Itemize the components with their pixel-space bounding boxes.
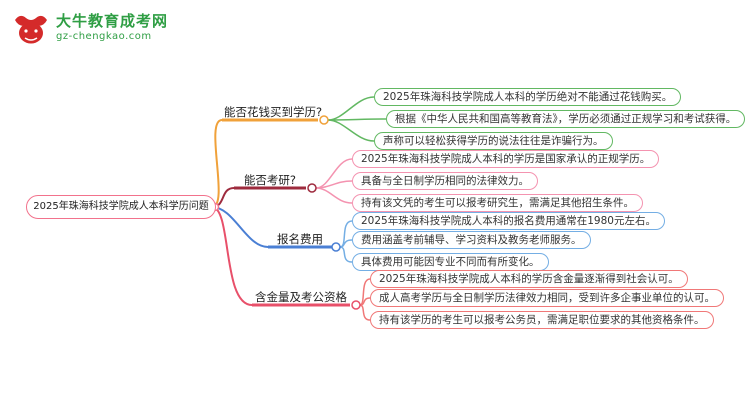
central-topic-node[interactable]: 2025年珠海科技学院成人本科学历问题 [26, 195, 216, 219]
branch-node-postgrad[interactable]: 能否考研? [243, 173, 297, 187]
logo-title: 大牛教育成考网 [56, 12, 169, 30]
leaf-node[interactable]: 持有该学历的考生可以报考公务员，需满足职位要求的其他资格条件。 [370, 311, 714, 329]
leaf-node[interactable]: 具备与全日制学历相同的法律效力。 [352, 172, 538, 190]
logo: 大牛教育成考网 gz-chengkao.com [12, 12, 168, 50]
leaf-node[interactable]: 2025年珠海科技学院成人本科的学历含金量逐渐得到社会认可。 [370, 270, 688, 288]
leaf-node[interactable]: 成人高考学历与全日制学历法律效力相同，受到许多企事业单位的认可。 [370, 289, 724, 307]
bull-logo-icon [12, 12, 50, 50]
leaf-node[interactable]: 具体费用可能因专业不同而有所变化。 [352, 253, 549, 271]
leaf-node[interactable]: 根据《中华人民共和国高等教育法》，学历必须通过正规学习和考试获得。 [386, 110, 746, 128]
leaf-node[interactable]: 声称可以轻松获得学历的说法往往是诈骗行为。 [374, 132, 613, 150]
leaf-node[interactable]: 2025年珠海科技学院成人本科的学历绝对不能通过花钱购买。 [374, 88, 682, 106]
leaf-node[interactable]: 2025年珠海科技学院成人本科的报名费用通常在1980元左右。 [352, 212, 665, 230]
leaf-node[interactable]: 持有该文凭的考生可以报考研究生，需满足其他招生条件。 [352, 194, 643, 212]
leaf-node[interactable]: 费用涵盖考前辅导、学习资料及教务老师服务。 [352, 231, 591, 249]
branch-node-value[interactable]: 含金量及考公资格 [255, 290, 347, 304]
branch-node-fees[interactable]: 报名费用 [277, 232, 323, 246]
leaf-node[interactable]: 2025年珠海科技学院成人本科的学历是国家承认的正规学历。 [352, 150, 660, 168]
branch-node-buy-degree[interactable]: 能否花钱买到学历? [224, 105, 323, 119]
logo-url: gz-chengkao.com [56, 31, 152, 42]
logo-text: 大牛教育成考网 gz-chengkao.com [56, 12, 168, 43]
